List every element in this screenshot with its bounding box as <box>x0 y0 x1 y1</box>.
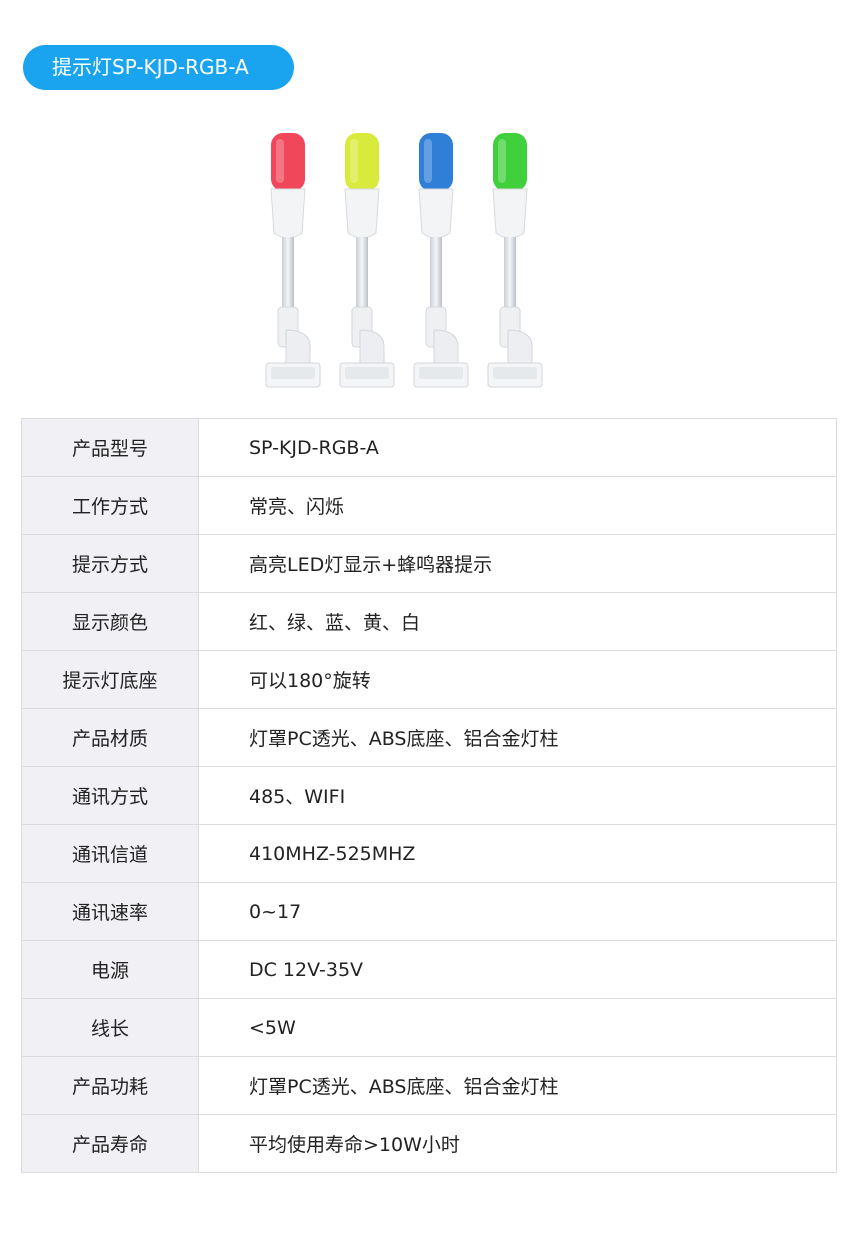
spec-value: <5W <box>198 998 837 1057</box>
spec-value: DC 12V-35V <box>198 940 837 999</box>
spec-label: 工作方式 <box>21 476 199 535</box>
spec-table: 产品型号 SP-KJD-RGB-A 工作方式 常亮、闪烁 提示方式 高亮LED灯… <box>21 418 837 1173</box>
spec-label: 通讯方式 <box>21 766 199 825</box>
tower-light-unit <box>339 133 395 388</box>
table-row: 工作方式 常亮、闪烁 <box>21 476 837 535</box>
table-row: 提示灯底座 可以180°旋转 <box>21 650 837 709</box>
spec-value: 可以180°旋转 <box>198 650 837 709</box>
spec-value: 高亮LED灯显示+蜂鸣器提示 <box>198 534 837 593</box>
spec-label: 产品寿命 <box>21 1114 199 1173</box>
spec-value: 485、WIFI <box>198 766 837 825</box>
spec-value: 410MHZ-525MHZ <box>198 824 837 883</box>
spec-label: 产品功耗 <box>21 1056 199 1115</box>
spec-label: 提示灯底座 <box>21 650 199 709</box>
spec-label: 产品材质 <box>21 708 199 767</box>
table-row: 电源 DC 12V-35V <box>21 940 837 999</box>
spec-label: 电源 <box>21 940 199 999</box>
table-row: 提示方式 高亮LED灯显示+蜂鸣器提示 <box>21 534 837 593</box>
table-row: 显示颜色 红、绿、蓝、黄、白 <box>21 592 837 651</box>
page-title: 提示灯SP-KJD-RGB-A <box>23 45 294 90</box>
spec-label: 显示颜色 <box>21 592 199 651</box>
spec-value: 红、绿、蓝、黄、白 <box>198 592 837 651</box>
spec-value: 常亮、闪烁 <box>198 476 837 535</box>
spec-value: 0~17 <box>198 882 837 941</box>
table-row: 产品型号 SP-KJD-RGB-A <box>21 418 837 477</box>
table-row: 产品寿命 平均使用寿命>10W小时 <box>21 1114 837 1173</box>
tower-light-image <box>265 133 543 388</box>
spec-label: 通讯信道 <box>21 824 199 883</box>
spec-value: SP-KJD-RGB-A <box>198 418 837 477</box>
spec-value: 灯罩PC透光、ABS底座、铝合金灯柱 <box>198 1056 837 1115</box>
table-row: 通讯信道 410MHZ-525MHZ <box>21 824 837 883</box>
spec-value: 灯罩PC透光、ABS底座、铝合金灯柱 <box>198 708 837 767</box>
spec-label: 产品型号 <box>21 418 199 477</box>
spec-value: 平均使用寿命>10W小时 <box>198 1114 837 1173</box>
tower-light-unit <box>265 133 321 388</box>
table-row: 产品功耗 灯罩PC透光、ABS底座、铝合金灯柱 <box>21 1056 837 1115</box>
spec-label: 提示方式 <box>21 534 199 593</box>
table-row: 通讯速率 0~17 <box>21 882 837 941</box>
tower-light-unit <box>413 133 469 388</box>
table-row: 线长 <5W <box>21 998 837 1057</box>
table-row: 通讯方式 485、WIFI <box>21 766 837 825</box>
spec-label: 通讯速率 <box>21 882 199 941</box>
spec-label: 线长 <box>21 998 199 1057</box>
tower-light-unit <box>487 133 543 388</box>
table-row: 产品材质 灯罩PC透光、ABS底座、铝合金灯柱 <box>21 708 837 767</box>
